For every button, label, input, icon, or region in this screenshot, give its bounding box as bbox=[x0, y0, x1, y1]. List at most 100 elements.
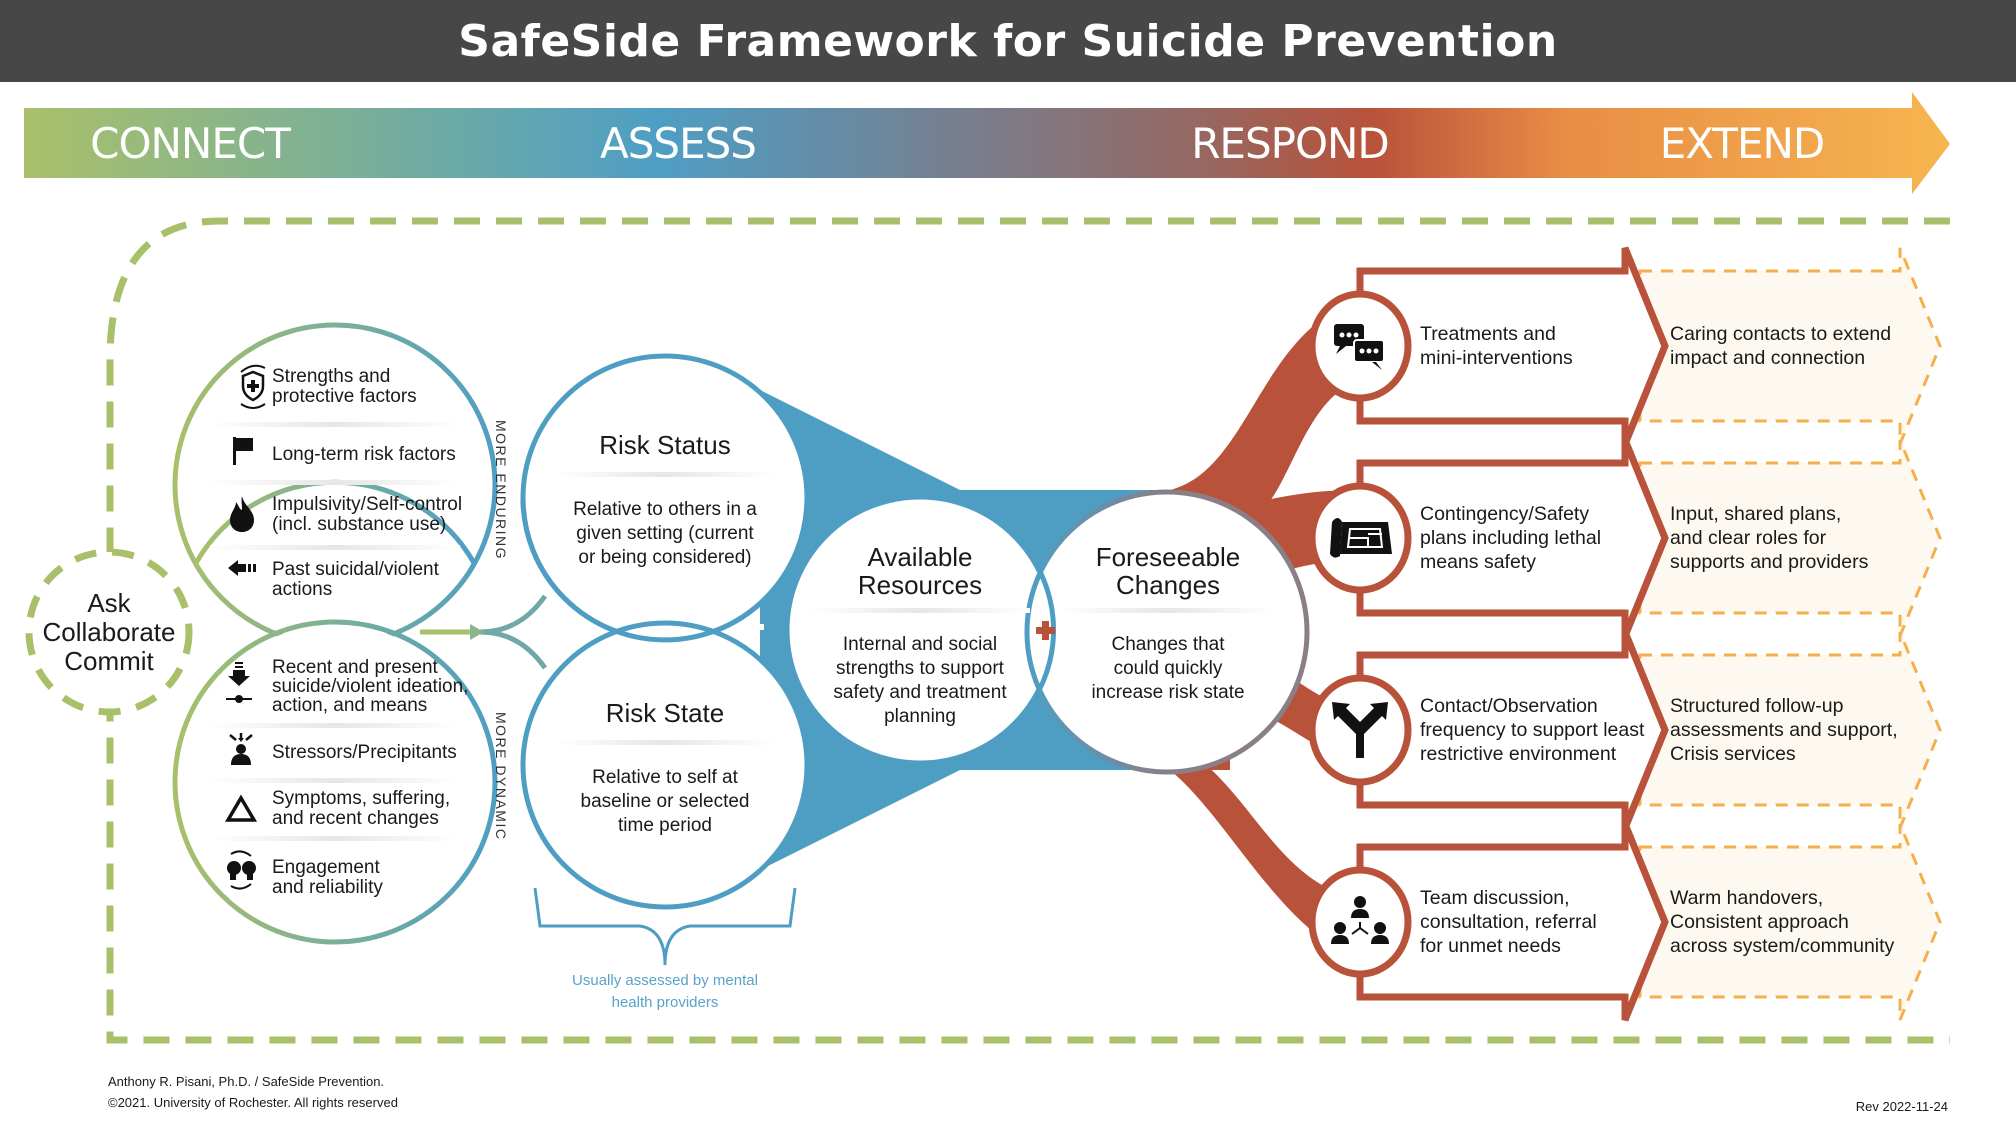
item-recent-ideation-line1: Recent and present bbox=[272, 657, 439, 678]
item-recent-ideation-line2: suicide/violent ideation, bbox=[272, 676, 468, 697]
extend-arrow bbox=[1638, 631, 1942, 829]
fork-arrows-icon bbox=[1332, 702, 1388, 758]
foreseeable-changes-line1: Changes that bbox=[1111, 634, 1225, 655]
item-engagement-line1: Engagement bbox=[272, 857, 380, 878]
extend-arrow bbox=[1638, 823, 1942, 1021]
stage-extend: EXTEND bbox=[1660, 119, 1825, 168]
flame-icon bbox=[230, 496, 254, 532]
item-impulsivity-line1: Impulsivity/Self-control bbox=[272, 494, 462, 515]
title-bar: SafeSide Framework for Suicide Preventio… bbox=[0, 0, 2016, 82]
item-engagement-line2: and reliability bbox=[272, 877, 383, 898]
extend-text: Warm handovers, bbox=[1670, 887, 1823, 909]
connect-ask: Ask bbox=[87, 588, 131, 618]
risk-status-line3: or being considered) bbox=[578, 547, 751, 568]
respond-text: consultation, referral bbox=[1420, 911, 1597, 933]
item-impulsivity-line2: (incl. substance use) bbox=[272, 514, 446, 535]
shield-plus-icon bbox=[240, 364, 266, 409]
item-recent-ideation-line3: action, and means bbox=[272, 695, 427, 716]
two-heads-cycle-icon bbox=[227, 850, 256, 890]
respond-text: Contact/Observation bbox=[1420, 695, 1598, 717]
item-strengths-line1: Strengths and bbox=[272, 366, 390, 387]
respond-arrow bbox=[1356, 630, 1669, 830]
respond-text: mini-interventions bbox=[1420, 347, 1573, 369]
flag-icon bbox=[233, 437, 253, 465]
respond-arrow bbox=[1356, 246, 1669, 446]
more-dynamic-label: MORE DYNAMIC bbox=[493, 712, 509, 840]
dividers bbox=[210, 422, 1275, 841]
risk-status-title: Risk Status bbox=[599, 430, 731, 460]
foreseeable-changes-line3: increase risk state bbox=[1091, 682, 1244, 703]
extend-arrow bbox=[1638, 247, 1942, 445]
foreseeable-changes-title-line2: Changes bbox=[1116, 570, 1220, 600]
more-enduring-label: MORE ENDURING bbox=[493, 420, 509, 560]
plus-icon-white bbox=[748, 619, 764, 635]
item-long-term-risk: Long-term risk factors bbox=[272, 444, 456, 465]
respond-text: for unmet needs bbox=[1420, 935, 1561, 957]
dynamic-items: Recent and present suicide/violent ideat… bbox=[224, 657, 509, 898]
connect-circle: Ask Collaborate Commit bbox=[25, 548, 193, 716]
enduring-items: Strengths and protective factors Long-te… bbox=[228, 364, 509, 600]
extend-text: assessments and support, bbox=[1670, 719, 1898, 741]
available-resources-line4: planning bbox=[884, 706, 956, 727]
foreseeable-changes-circle bbox=[1024, 489, 1310, 775]
respond-text: Team discussion, bbox=[1420, 887, 1570, 909]
stage-band: CONNECT ASSESS RESPOND EXTEND bbox=[24, 92, 1950, 194]
extend-text: and clear roles for bbox=[1670, 527, 1827, 549]
risk-state-line1: Relative to self at bbox=[592, 767, 738, 788]
risk-state-line2: baseline or selected bbox=[581, 791, 750, 812]
triangle-delta-icon bbox=[224, 794, 258, 822]
footer-author: Anthony R. Pisani, Ph.D. / SafeSide Prev… bbox=[108, 1074, 384, 1089]
respond-row: Team discussion,consultation, referralfo… bbox=[1308, 822, 1942, 1022]
available-resources-line1: Internal and social bbox=[843, 634, 997, 655]
extend-text: across system/community bbox=[1670, 935, 1895, 957]
respond-text: restrictive environment bbox=[1420, 743, 1617, 765]
risk-state-title: Risk State bbox=[606, 698, 725, 728]
page-title: SafeSide Framework for Suicide Preventio… bbox=[458, 15, 1558, 67]
extend-text: supports and providers bbox=[1670, 551, 1869, 573]
item-symptoms-line2: and recent changes bbox=[272, 808, 439, 829]
connect-commit: Commit bbox=[64, 646, 154, 676]
extend-text: Consistent approach bbox=[1670, 911, 1849, 933]
respond-text: Contingency/Safety bbox=[1420, 503, 1589, 525]
assessment-bracket bbox=[533, 887, 797, 966]
item-past-actions-line2: actions bbox=[272, 579, 332, 600]
available-resources-title-line1: Available bbox=[867, 542, 972, 572]
risk-status-line2: given setting (current bbox=[576, 523, 754, 544]
respond-arrow bbox=[1356, 438, 1669, 638]
available-resources-line3: safety and treatment bbox=[833, 682, 1007, 703]
arrow-down-line-icon bbox=[226, 662, 252, 703]
footer-revision: Rev 2022-11-24 bbox=[1856, 1099, 1948, 1114]
stage-assess: ASSESS bbox=[600, 119, 756, 168]
blueprint-plan-icon bbox=[1330, 518, 1392, 558]
extend-text: Structured follow-up bbox=[1670, 695, 1844, 717]
chat-bubbles-icon bbox=[1334, 324, 1385, 370]
stage-connect: CONNECT bbox=[90, 119, 291, 168]
bracket-note-line1: Usually assessed by mental bbox=[572, 972, 758, 989]
stressed-person-icon bbox=[229, 733, 253, 765]
respond-text: plans including lethal bbox=[1420, 527, 1601, 549]
footer-copyright: ©2021. University of Rochester. All righ… bbox=[108, 1095, 398, 1110]
risk-state-circle bbox=[520, 620, 810, 910]
extend-text: impact and connection bbox=[1670, 347, 1865, 369]
respond-arrow bbox=[1356, 822, 1669, 1022]
connect-loop bbox=[106, 217, 1950, 1044]
extend-text: Crisis services bbox=[1670, 743, 1796, 765]
risk-status-line1: Relative to others in a bbox=[573, 499, 757, 520]
item-past-actions-line1: Past suicidal/violent bbox=[272, 559, 440, 580]
stage-respond: RESPOND bbox=[1191, 119, 1389, 168]
respond-text: frequency to support least bbox=[1420, 719, 1645, 741]
extend-arrow bbox=[1638, 439, 1942, 637]
bracket-note-line2: health providers bbox=[612, 994, 719, 1011]
risk-state-line3: time period bbox=[618, 815, 712, 836]
respond-text: Treatments and bbox=[1420, 323, 1556, 345]
foreseeable-changes-line2: could quickly bbox=[1114, 658, 1223, 679]
item-symptoms-line1: Symptoms, suffering, bbox=[272, 788, 450, 809]
dynamic-circle bbox=[172, 619, 498, 945]
extend-text: Caring contacts to extend bbox=[1670, 323, 1891, 345]
item-strengths-line2: protective factors bbox=[272, 386, 417, 407]
extend-text: Input, shared plans, bbox=[1670, 503, 1841, 525]
